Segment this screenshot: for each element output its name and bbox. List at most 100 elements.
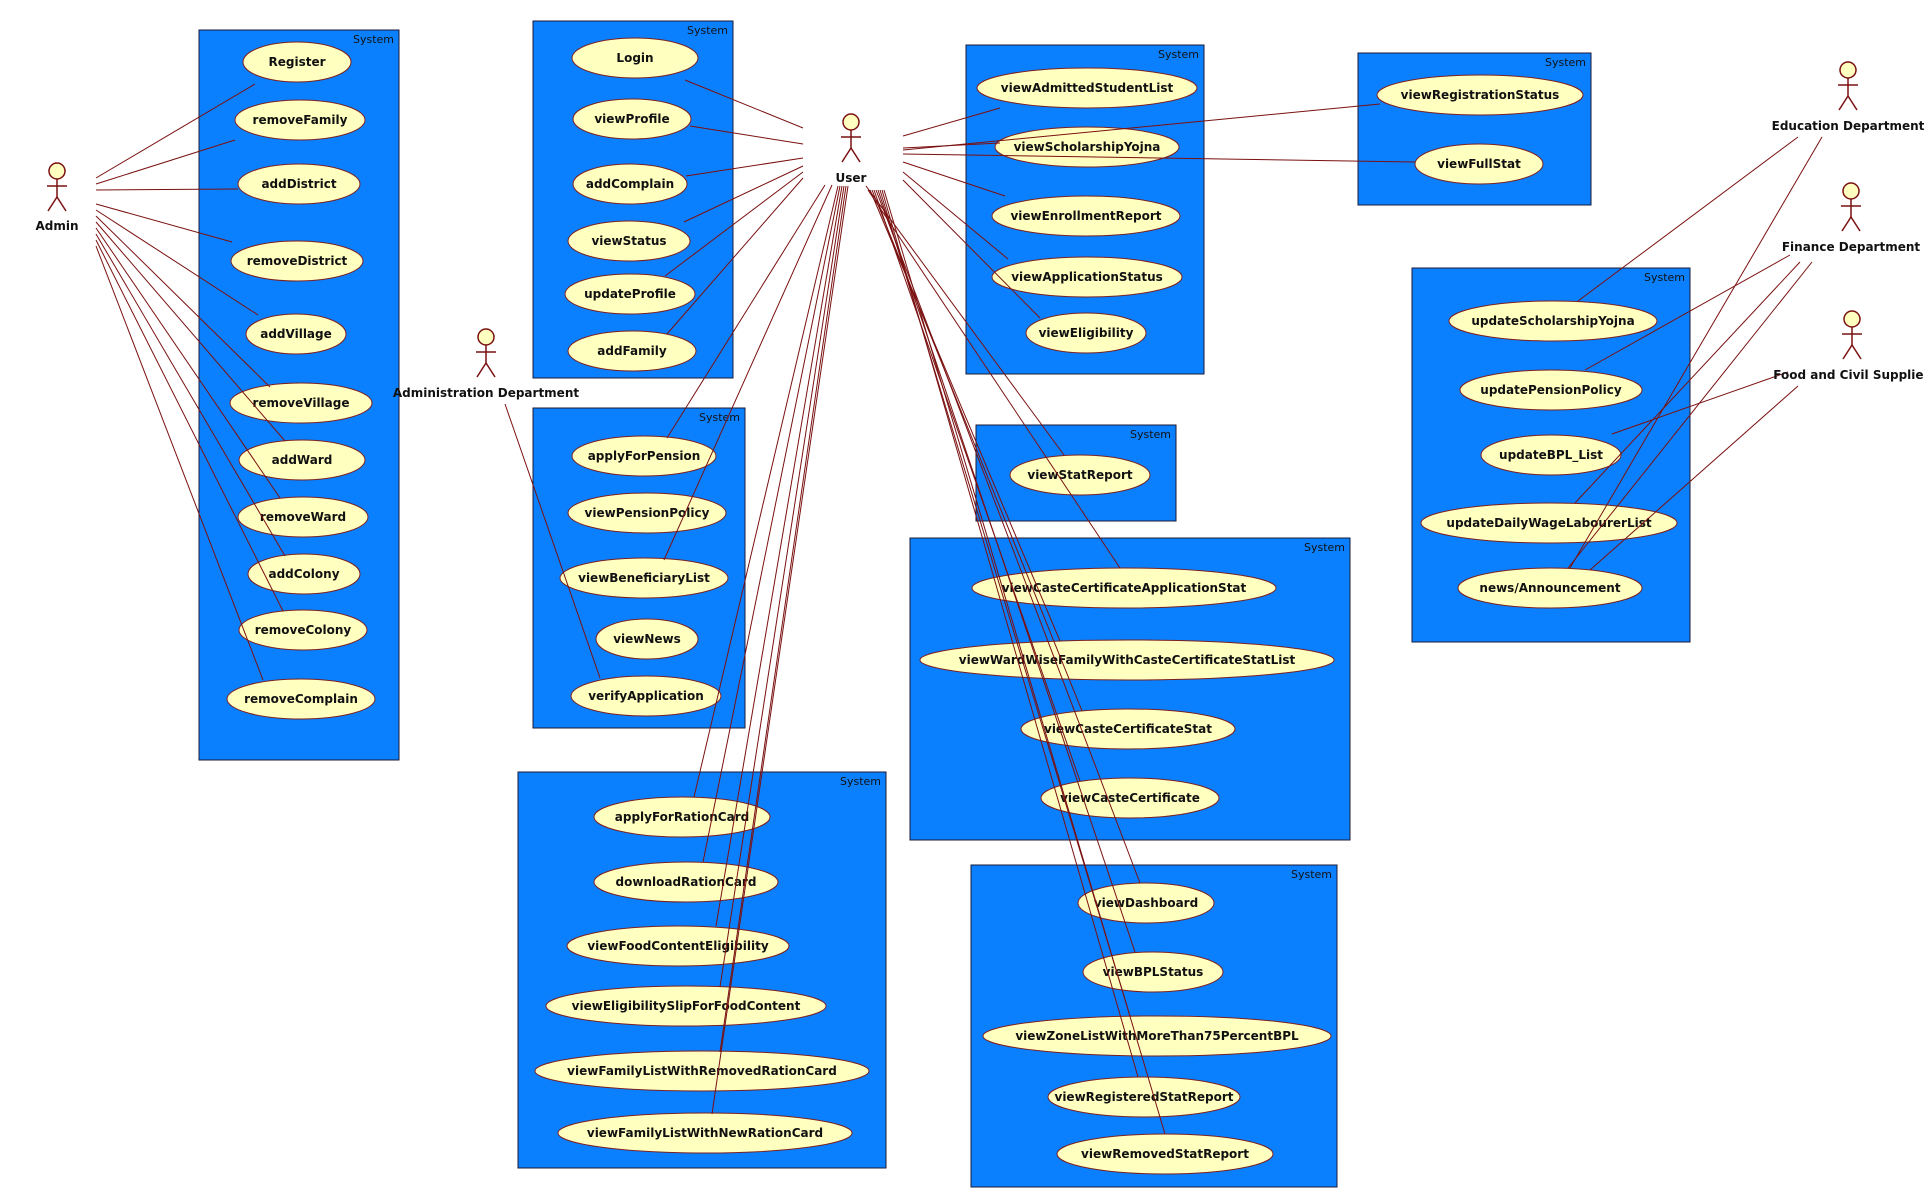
svg-text:viewStatReport: viewStatReport bbox=[1027, 468, 1133, 482]
actor-finance-department[interactable]: Finance Department bbox=[1782, 182, 1921, 254]
usecase-remove-district[interactable]: removeDistrict bbox=[230, 240, 364, 282]
system-label: System bbox=[1644, 271, 1685, 284]
usecase-update-scholarship-yojna[interactable]: updateScholarshipYojna bbox=[1448, 300, 1658, 342]
system-label: System bbox=[1545, 56, 1586, 69]
usecase-view-application-status[interactable]: viewApplicationStatus bbox=[991, 256, 1183, 298]
usecase-view-beneficiary-list[interactable]: viewBeneficiaryList bbox=[559, 557, 729, 599]
svg-text:viewCasteCertificateApplicatio: viewCasteCertificateApplicationStat bbox=[1002, 581, 1247, 595]
svg-text:addWard: addWard bbox=[272, 453, 333, 467]
svg-text:viewAdmittedStudentList: viewAdmittedStudentList bbox=[1001, 81, 1174, 95]
svg-text:viewFamilyListWithRemovedRatio: viewFamilyListWithRemovedRationCard bbox=[567, 1064, 837, 1078]
usecase-remove-ward[interactable]: removeWard bbox=[237, 496, 369, 538]
usecase-view-family-list-removed-ration-card[interactable]: viewFamilyListWithRemovedRationCard bbox=[534, 1050, 870, 1092]
usecase-view-family-list-new-ration-card[interactable]: viewFamilyListWithNewRationCard bbox=[557, 1112, 853, 1154]
svg-text:viewProfile: viewProfile bbox=[594, 112, 669, 126]
usecase-apply-for-ration-card[interactable]: applyForRationCard bbox=[593, 796, 771, 838]
usecase-apply-for-pension[interactable]: applyForPension bbox=[571, 435, 717, 477]
svg-text:viewWardWiseFamilyWithCasteCer: viewWardWiseFamilyWithCasteCertificateSt… bbox=[959, 653, 1296, 667]
svg-text:updateProfile: updateProfile bbox=[584, 287, 676, 301]
usecase-add-village[interactable]: addVillage bbox=[245, 313, 347, 355]
usecase-view-zone-list-bpl[interactable]: viewZoneListWithMoreThan75PercentBPL bbox=[982, 1015, 1332, 1057]
svg-text:addComplain: addComplain bbox=[586, 177, 674, 191]
usecase-news-announcement[interactable]: news/Announcement bbox=[1457, 567, 1643, 609]
svg-text:addVillage: addVillage bbox=[260, 327, 332, 341]
actor-label: User bbox=[836, 171, 867, 185]
svg-text:removeFamily: removeFamily bbox=[253, 113, 348, 127]
usecase-view-pension-policy[interactable]: viewPensionPolicy bbox=[567, 492, 727, 534]
usecase-view-ward-wise-family-caste-stat-list[interactable]: viewWardWiseFamilyWithCasteCertificateSt… bbox=[919, 639, 1335, 681]
svg-text:downloadRationCard: downloadRationCard bbox=[616, 875, 757, 889]
usecase-view-status[interactable]: viewStatus bbox=[567, 220, 691, 262]
svg-text:viewRegistrationStatus: viewRegistrationStatus bbox=[1401, 88, 1560, 102]
usecase-update-profile[interactable]: updateProfile bbox=[564, 273, 696, 315]
usecase-view-profile[interactable]: viewProfile bbox=[572, 98, 692, 140]
usecase-view-caste-certificate-application-stat[interactable]: viewCasteCertificateApplicationStat bbox=[971, 567, 1277, 609]
usecase-view-registered-stat-report[interactable]: viewRegisteredStatReport bbox=[1047, 1076, 1241, 1118]
svg-text:viewRegisteredStatReport: viewRegisteredStatReport bbox=[1055, 1090, 1234, 1104]
svg-text:viewScholarshipYojna: viewScholarshipYojna bbox=[1014, 140, 1161, 154]
svg-text:viewApplicationStatus: viewApplicationStatus bbox=[1011, 270, 1163, 284]
usecase-update-daily-wage-labourer-list[interactable]: updateDailyWageLabourerList bbox=[1420, 502, 1678, 544]
usecase-view-dashboard[interactable]: viewDashboard bbox=[1077, 882, 1215, 924]
usecase-update-pension-policy[interactable]: updatePensionPolicy bbox=[1459, 369, 1643, 411]
actor-label: Food and Civil Supplies bbox=[1773, 368, 1924, 382]
svg-text:applyForRationCard: applyForRationCard bbox=[615, 810, 749, 824]
svg-text:updateScholarshipYojna: updateScholarshipYojna bbox=[1471, 314, 1634, 328]
usecase-view-scholarship-yojna[interactable]: viewScholarshipYojna bbox=[994, 126, 1180, 168]
svg-text:viewStatus: viewStatus bbox=[591, 234, 666, 248]
usecase-remove-complain[interactable]: removeComplain bbox=[226, 678, 376, 720]
usecase-view-admitted-student-list[interactable]: viewAdmittedStudentList bbox=[976, 67, 1198, 109]
usecase-remove-village[interactable]: removeVillage bbox=[229, 382, 373, 424]
svg-text:viewCasteCertificateStat: viewCasteCertificateStat bbox=[1044, 722, 1212, 736]
actor-label: Admin bbox=[35, 219, 78, 233]
actor-food-and-civil-supplies[interactable]: Food and Civil Supplies bbox=[1773, 310, 1924, 382]
usecase-add-ward[interactable]: addWard bbox=[238, 439, 366, 481]
usecase-view-registration-status[interactable]: viewRegistrationStatus bbox=[1376, 74, 1584, 116]
actor-admin[interactable]: Admin bbox=[35, 162, 79, 233]
svg-text:applyForPension: applyForPension bbox=[588, 449, 701, 463]
svg-text:viewNews: viewNews bbox=[613, 632, 681, 646]
usecase-view-eligibility[interactable]: viewEligibility bbox=[1025, 312, 1147, 354]
svg-text:verifyApplication: verifyApplication bbox=[588, 689, 704, 703]
system-ration: System bbox=[517, 771, 887, 1169]
actor-administration-department[interactable]: Administration Department bbox=[393, 328, 579, 400]
usecase-view-stat-report[interactable]: viewStatReport bbox=[1009, 454, 1151, 496]
usecase-download-ration-card[interactable]: downloadRationCard bbox=[593, 861, 779, 903]
usecase-view-news[interactable]: viewNews bbox=[595, 618, 699, 660]
usecase-verify-application[interactable]: verifyApplication bbox=[570, 675, 722, 717]
system-label: System bbox=[699, 411, 740, 424]
usecase-view-eligibility-slip[interactable]: viewEligibilitySlipForFoodContent bbox=[545, 985, 827, 1027]
svg-text:removeWard: removeWard bbox=[260, 510, 346, 524]
svg-text:removeComplain: removeComplain bbox=[244, 692, 358, 706]
actor-user[interactable]: User bbox=[836, 113, 867, 185]
usecase-view-food-content-eligibility[interactable]: viewFoodContentEligibility bbox=[566, 925, 790, 967]
usecase-add-family[interactable]: addFamily bbox=[567, 330, 697, 372]
usecase-view-enrollment-report[interactable]: viewEnrollmentReport bbox=[991, 195, 1181, 237]
associations bbox=[95, 79, 1823, 1135]
actor-education-department[interactable]: Education Department bbox=[1772, 61, 1924, 133]
usecase-view-bpl-status[interactable]: viewBPLStatus bbox=[1082, 951, 1224, 993]
svg-text:Register: Register bbox=[268, 55, 325, 69]
usecase-add-complain[interactable]: addComplain bbox=[572, 163, 688, 205]
svg-text:viewEligibility: viewEligibility bbox=[1039, 326, 1134, 340]
svg-text:news/Announcement: news/Announcement bbox=[1479, 581, 1620, 595]
svg-text:viewDashboard: viewDashboard bbox=[1094, 896, 1198, 910]
svg-text:viewZoneListWithMoreThan75Perc: viewZoneListWithMoreThan75PercentBPL bbox=[1015, 1029, 1299, 1043]
usecase-view-caste-certificate[interactable]: viewCasteCertificate bbox=[1040, 777, 1220, 819]
usecase-add-colony[interactable]: addColony bbox=[247, 553, 361, 595]
svg-text:Login: Login bbox=[616, 51, 653, 65]
svg-text:updatePensionPolicy: updatePensionPolicy bbox=[1480, 383, 1622, 397]
usecase-remove-colony[interactable]: removeColony bbox=[238, 609, 368, 651]
actor-label: Finance Department bbox=[1782, 240, 1921, 254]
usecase-view-removed-stat-report[interactable]: viewRemovedStatReport bbox=[1056, 1133, 1274, 1175]
svg-text:addColony: addColony bbox=[268, 567, 339, 581]
usecase-login[interactable]: Login bbox=[571, 37, 699, 79]
usecase-view-caste-certificate-stat[interactable]: viewCasteCertificateStat bbox=[1020, 708, 1236, 750]
usecase-register[interactable]: Register bbox=[242, 41, 352, 83]
svg-text:removeDistrict: removeDistrict bbox=[247, 254, 348, 268]
usecase-view-full-stat[interactable]: viewFullStat bbox=[1414, 143, 1544, 185]
system-label: System bbox=[1158, 48, 1199, 61]
usecase-add-district[interactable]: addDistrict bbox=[237, 163, 361, 205]
usecase-remove-family[interactable]: removeFamily bbox=[234, 99, 366, 141]
usecase-update-bpl-list[interactable]: updateBPL_List bbox=[1480, 434, 1622, 476]
